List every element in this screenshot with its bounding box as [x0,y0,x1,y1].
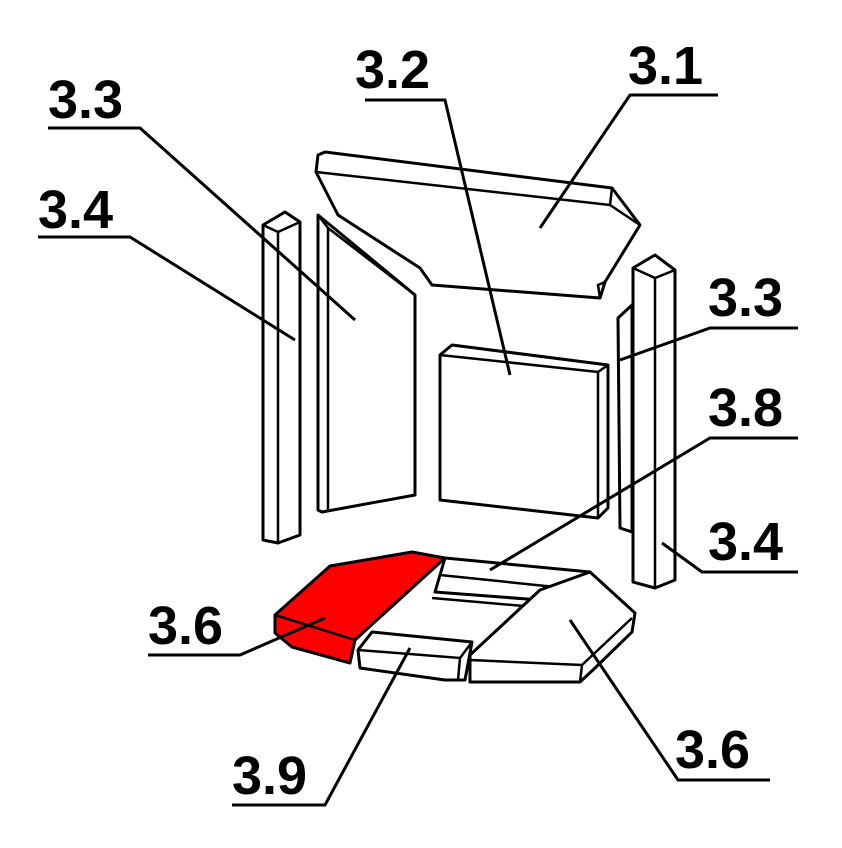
label-3-2: 3.2 [355,40,430,100]
label-3-4-left: 3.4 [38,180,113,240]
label-3-3-right: 3.3 [708,268,783,328]
label-3-8: 3.8 [708,378,783,438]
label-3-4-right: 3.4 [708,512,783,572]
part-3-4-left-column [261,210,302,545]
label-3-6-right: 3.6 [675,720,750,780]
part-3-3-left-panel [316,213,417,514]
part-3-3-right-panel [616,303,634,534]
label-3-3-left: 3.3 [48,70,123,130]
part-3-2-back-panel [438,343,610,520]
leader-lines [38,93,798,807]
label-3-9: 3.9 [232,746,307,806]
part-3-1-baffle [314,150,642,300]
label-3-1: 3.1 [628,36,703,96]
part-3-4-right-column [631,253,677,590]
label-3-6-left: 3.6 [148,596,223,656]
part-3-9-front-middle [356,630,474,682]
